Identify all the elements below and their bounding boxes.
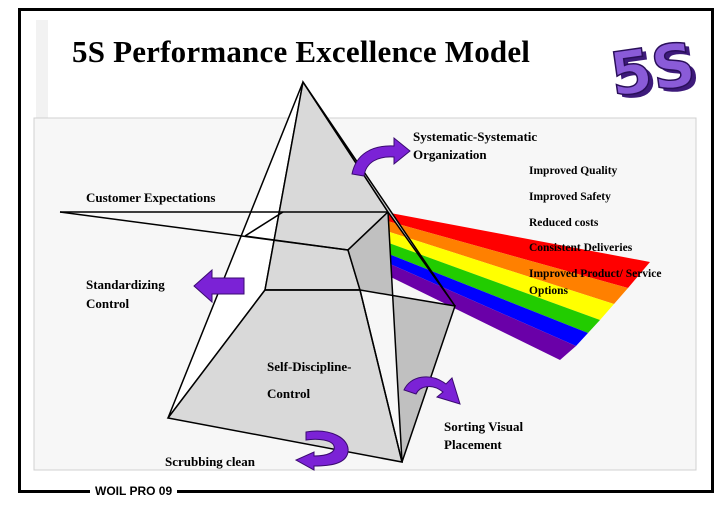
label-sorting-line2: Placement	[444, 437, 502, 452]
beam-yellow	[367, 227, 614, 320]
left-arrow	[193, 268, 245, 304]
outcome-item: Options	[529, 285, 568, 297]
curved-arrow-right	[403, 376, 461, 405]
footer-label: WOIL PRO 09	[90, 484, 178, 498]
logo-text: 5S	[606, 30, 700, 111]
label-standardizing-line1: Standardizing	[86, 277, 165, 292]
label-self-discipline-line2: Control	[267, 386, 311, 401]
edge	[244, 211, 284, 237]
curved-arrow-top	[351, 136, 411, 177]
label-systematic-line1: Systematic-Systematic	[413, 129, 538, 144]
beam-green	[361, 235, 600, 333]
label-scrubbing: Scrubbing clean	[165, 454, 255, 469]
label-standardizing-line2: Control	[86, 296, 130, 311]
beam-violet	[350, 249, 576, 360]
logo-5s: 5S 5S	[605, 29, 704, 114]
label-sorting-line1: Sorting Visual	[444, 419, 524, 434]
input-ray-bottom	[59, 211, 349, 251]
page-title: 5S Performance Excellence Model	[72, 34, 531, 69]
beam-blue	[356, 243, 588, 346]
spectrum-beam	[350, 212, 650, 360]
outcome-item: Consistent Deliveries	[529, 242, 633, 254]
outcome-item: Improved Quality	[529, 165, 618, 177]
pyramid-right-edge	[302, 81, 456, 307]
beam-red	[380, 212, 650, 288]
label-self-discipline-line1: Self-Discipline-	[267, 359, 352, 374]
outcome-item: Improved Safety	[529, 191, 611, 203]
edge	[359, 289, 403, 463]
curved-arrow-bottom	[294, 430, 349, 471]
beam-orange	[374, 219, 628, 304]
arrows	[193, 136, 461, 471]
outcome-item: Reduced costs	[529, 217, 599, 229]
label-systematic-line2: Organization	[413, 147, 487, 162]
label-customer-expectations: Customer Expectations	[86, 190, 216, 205]
logo-shadow: 5S	[610, 33, 704, 114]
outcome-item: Improved Product/ Service	[529, 268, 662, 280]
pyramid-right-face	[347, 210, 456, 463]
pyramid	[59, 80, 456, 463]
